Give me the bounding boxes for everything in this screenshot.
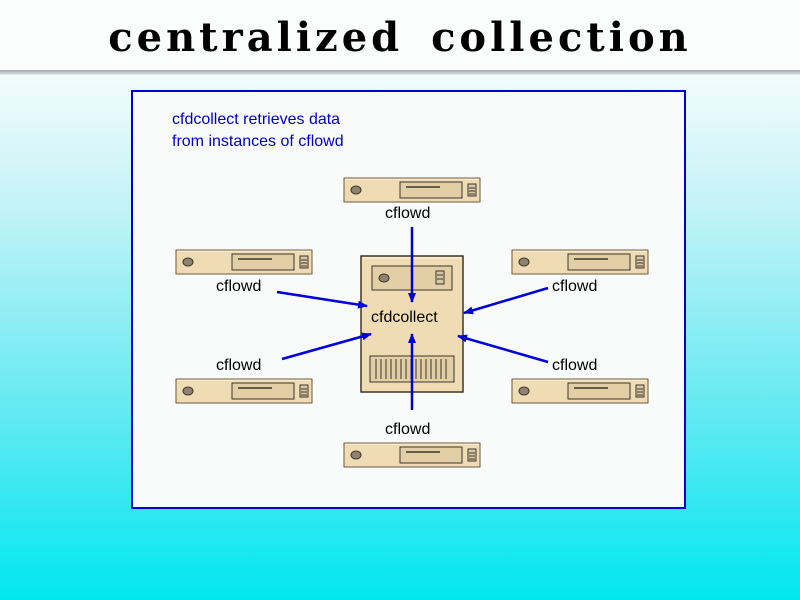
label-cfdcollect: cfdcollect — [371, 309, 438, 327]
diagram-caption: cfdcollect retrieves data from instances… — [172, 109, 432, 153]
label-cflowd-lower-right: cflowd — [552, 357, 598, 374]
server-lower-left — [175, 378, 313, 404]
label-cflowd-top: cflowd — [385, 205, 431, 222]
server-top — [343, 177, 481, 203]
arrow-lower-right — [457, 334, 549, 364]
label-cflowd-upper-left: cflowd — [216, 278, 262, 295]
arrow-upper-right — [463, 286, 549, 315]
arrow-upper-left — [276, 290, 368, 309]
label-cflowd-lower-left: cflowd — [216, 357, 262, 374]
title-divider — [0, 70, 800, 75]
title-bar: centralized collection — [0, 0, 800, 72]
caption-line-2: from instances of cflowd — [172, 133, 344, 150]
server-upper-right — [511, 249, 649, 275]
server-bottom — [343, 442, 481, 468]
label-cflowd-upper-right: cflowd — [552, 278, 598, 295]
label-cflowd-bottom: cflowd — [385, 421, 431, 438]
arrow-lower-left — [281, 332, 372, 361]
server-upper-left — [175, 249, 313, 275]
caption-line-1: cfdcollect retrieves data — [172, 111, 341, 128]
server-lower-right — [511, 378, 649, 404]
slide-title: centralized collection — [108, 14, 692, 61]
